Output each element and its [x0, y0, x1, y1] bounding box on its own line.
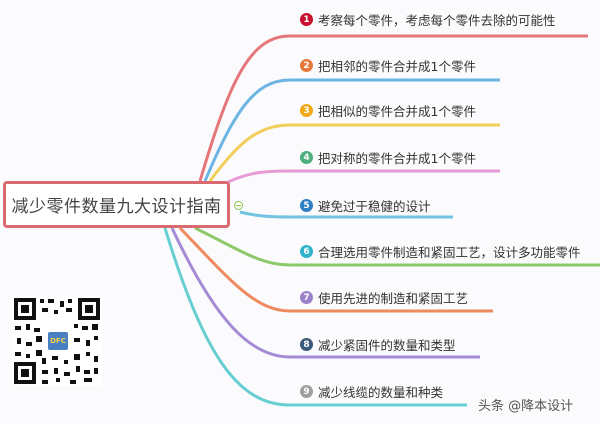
number-badge-icon: 8	[300, 338, 313, 351]
watermark: 头条 @降本设计	[478, 399, 574, 414]
topic-label: 把相邻的零件合并成1个零件	[318, 59, 476, 74]
branch-3-line	[208, 123, 500, 182]
branch-topic-1[interactable]: 1 考察每个零件，考虑每个零件去除的可能性	[300, 10, 556, 29]
number-badge-icon: 2	[300, 59, 313, 72]
branch-8-line	[170, 227, 480, 359]
number-badge-icon: 1	[300, 13, 313, 26]
topic-label: 减少线缆的数量和种类	[318, 385, 444, 400]
topic-label: 把相似的零件合并成1个零件	[318, 104, 476, 119]
number-badge-icon: 7	[300, 291, 313, 304]
root-topic[interactable]: 减少零件数量九大设计指南	[3, 181, 230, 228]
branch-topic-3[interactable]: 3 把相似的零件合并成1个零件	[300, 101, 476, 120]
topic-label: 合理选用零件制造和紧固工艺，设计多功能零件	[318, 245, 581, 260]
number-badge-icon: 5	[300, 199, 313, 212]
number-badge-icon: 9	[300, 385, 313, 398]
branch-9-line	[163, 227, 467, 407]
number-badge-icon: 4	[300, 151, 313, 164]
branch-1-line	[198, 34, 588, 182]
collapse-toggle-icon[interactable]	[234, 201, 243, 210]
number-badge-icon: 6	[300, 245, 313, 258]
branch-topic-9[interactable]: 9 减少线缆的数量和种类	[300, 382, 443, 401]
branch-topic-2[interactable]: 2 把相邻的零件合并成1个零件	[300, 56, 476, 75]
branch-4-line	[227, 169, 500, 184]
topic-label: 使用先进的制造和紧固工艺	[318, 291, 469, 306]
branch-2-line	[203, 78, 500, 182]
branch-topic-7[interactable]: 7 使用先进的制造和紧固工艺	[300, 288, 468, 307]
branch-topic-6[interactable]: 6 合理选用零件制造和紧固工艺，设计多功能零件	[300, 242, 581, 261]
branch-topic-5[interactable]: 5 避免过于稳健的设计	[300, 196, 431, 215]
topic-label: 避免过于稳健的设计	[318, 199, 431, 214]
topic-label: 减少紧固件的数量和类型	[318, 338, 456, 353]
topic-label: 把对称的零件合并成1个零件	[318, 151, 476, 166]
branch-topic-4[interactable]: 4 把对称的零件合并成1个零件	[300, 148, 476, 167]
topic-label: 考察每个零件，考虑每个零件去除的可能性	[318, 13, 556, 28]
number-badge-icon: 3	[300, 104, 313, 117]
qr-code: DFC	[12, 296, 102, 386]
branch-6-line	[194, 226, 600, 267]
qr-pattern-icon	[14, 298, 100, 384]
branch-7-line	[178, 226, 493, 313]
qr-logo: DFC	[48, 332, 68, 350]
branch-5-line	[239, 210, 453, 219]
branch-topic-8[interactable]: 8 减少紧固件的数量和类型	[300, 335, 456, 354]
